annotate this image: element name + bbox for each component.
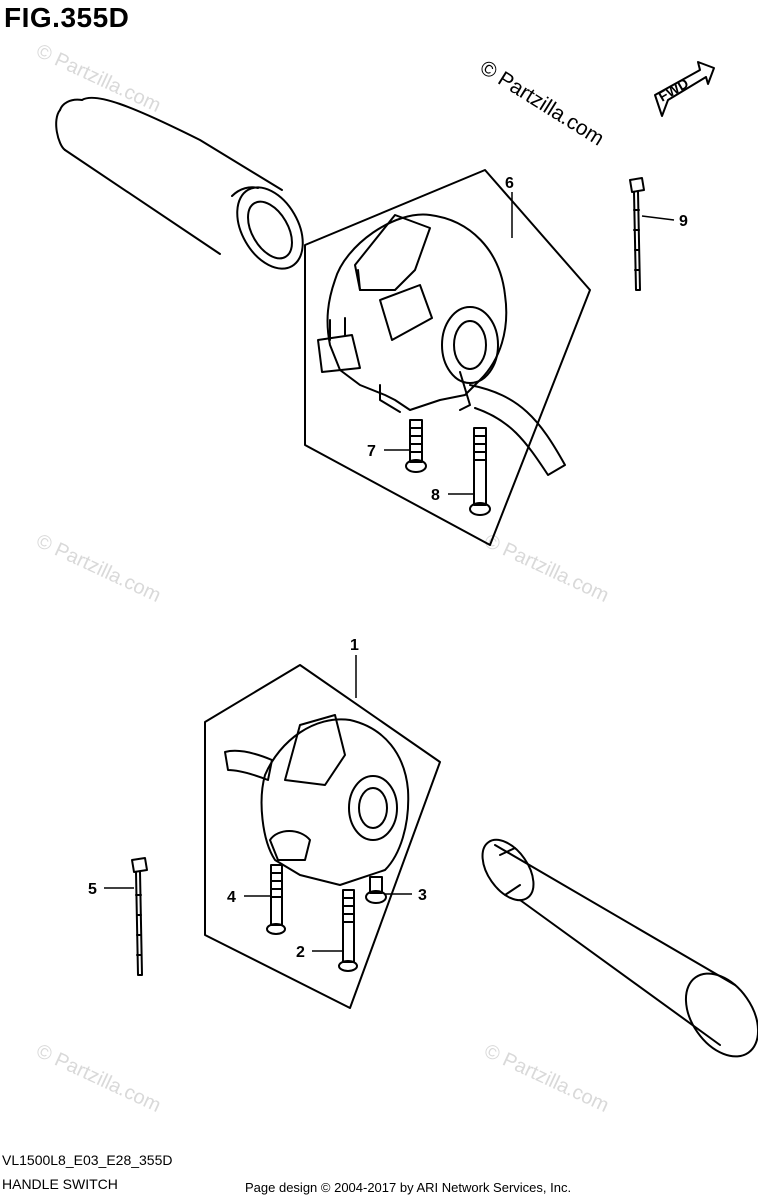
left-handle-switch <box>224 714 410 886</box>
callout-1: 1 <box>350 637 359 654</box>
cable-tie-9 <box>629 177 645 291</box>
right-handle-switch <box>317 213 566 476</box>
leader-lines <box>104 192 675 952</box>
screw-4 <box>266 864 286 935</box>
callout-9: 9 <box>679 213 688 230</box>
left-switch-group-box <box>204 664 441 1009</box>
screw-8 <box>469 427 491 516</box>
diagram-name: HANDLE SWITCH <box>2 1176 118 1192</box>
screw-7 <box>405 419 427 473</box>
screw-2 <box>338 889 358 972</box>
lower-grip <box>481 838 758 1058</box>
screw-3 <box>365 876 387 904</box>
cable-tie-5 <box>131 857 148 976</box>
right-switch-group-box <box>304 169 591 546</box>
callout-8: 8 <box>431 487 440 504</box>
fwd-arrow-icon: FWD <box>654 61 715 117</box>
callout-7: 7 <box>367 443 376 460</box>
callout-5: 5 <box>88 881 97 898</box>
callout-2: 2 <box>296 944 305 961</box>
callout-labels: 1 2 3 4 5 6 7 8 9 <box>88 175 688 961</box>
upper-grip <box>55 96 304 270</box>
diagram-code: VL1500L8_E03_E28_355D <box>2 1152 173 1168</box>
callout-6: 6 <box>505 175 514 192</box>
callout-4: 4 <box>227 889 236 906</box>
page-credit: Page design © 2004-2017 by ARI Network S… <box>245 1180 572 1195</box>
figure-title: FIG.355D <box>4 2 130 33</box>
callout-3: 3 <box>418 887 427 904</box>
